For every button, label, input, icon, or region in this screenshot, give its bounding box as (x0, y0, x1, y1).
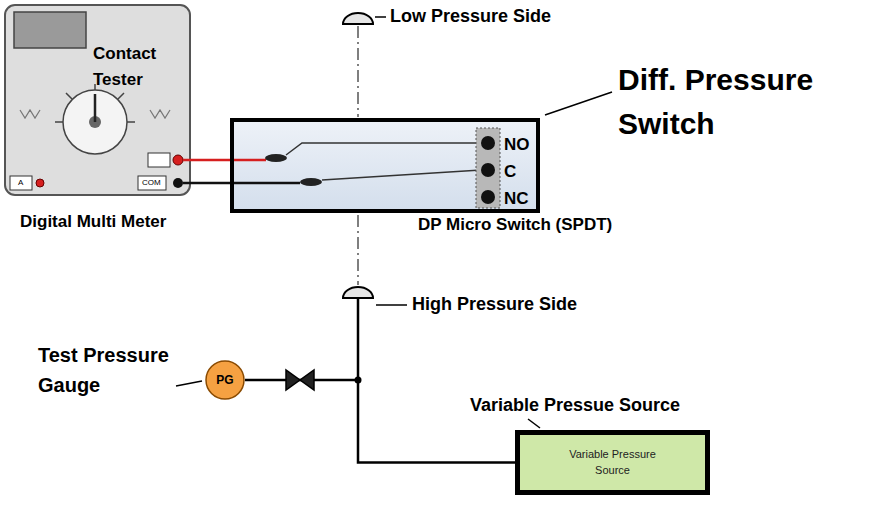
node-text: NO (504, 135, 530, 155)
meter-display (14, 12, 86, 48)
terminal-block (476, 128, 500, 208)
leader-line (528, 419, 540, 428)
meter-dial (63, 90, 127, 154)
pressure-gauge: PG (205, 360, 245, 400)
node-text: NC (504, 189, 529, 209)
test-lead (183, 182, 190, 185)
terminal (481, 136, 495, 150)
port-label: Low Pressure Side (390, 6, 551, 27)
internal-wire (286, 143, 481, 155)
switch-contact (265, 154, 287, 162)
leader-line (376, 304, 407, 306)
internal-wire (234, 159, 266, 162)
node-text: Variable Pressure Source (553, 447, 673, 478)
test-lead-black (190, 182, 230, 185)
switch-housing-fill (230, 118, 540, 213)
meter-body (5, 5, 190, 195)
valve-symbol (286, 370, 314, 390)
pressure-switch-box: NO C NC (230, 118, 540, 213)
axis-line (357, 26, 359, 117)
leader-line (545, 92, 612, 115)
terminal (481, 163, 495, 177)
pressure-pipe (357, 298, 360, 380)
test-lead (183, 159, 190, 162)
leader-line (375, 16, 386, 18)
com-jack-plate (138, 176, 166, 190)
dial-ticks (55, 84, 135, 122)
test-lead-red (190, 159, 230, 162)
volt-jack (173, 155, 183, 165)
volt-jack-plate (148, 153, 170, 167)
jack-label: A (18, 178, 23, 187)
amp-jack-plate (10, 176, 32, 190)
pressure-line (245, 380, 515, 463)
part-label: DP Micro Switch (SPDT) (418, 215, 612, 235)
range-marks (20, 110, 170, 118)
part-label: Digital Multi Meter (20, 212, 166, 232)
part-label: Variable Pressue Source (470, 395, 680, 416)
node-text: C (504, 162, 516, 182)
low-pressure-port (343, 13, 373, 24)
gauge-dial (206, 361, 244, 399)
pressure-source-box: Variable Pressure Source (515, 430, 710, 495)
jack-label: COM (142, 178, 161, 187)
junction-dot (355, 377, 362, 384)
switch-contact (300, 178, 322, 186)
internal-wire (234, 182, 300, 185)
dial-pointer (94, 94, 97, 122)
internal-wire (322, 170, 481, 180)
node-text: PG (216, 373, 233, 387)
terminal (481, 190, 495, 204)
leader-line (176, 381, 202, 386)
axis-line (357, 215, 359, 285)
part-label: Test Pressure Gauge (38, 340, 173, 400)
amp-jack (36, 179, 44, 187)
com-jack (173, 178, 183, 188)
title-label: Diff. Pressure Switch (618, 58, 868, 145)
multimeter: Contact Tester (5, 5, 190, 195)
high-pressure-port (343, 287, 373, 298)
port-label: High Pressure Side (412, 294, 577, 315)
node-text: Contact Tester (93, 41, 185, 92)
